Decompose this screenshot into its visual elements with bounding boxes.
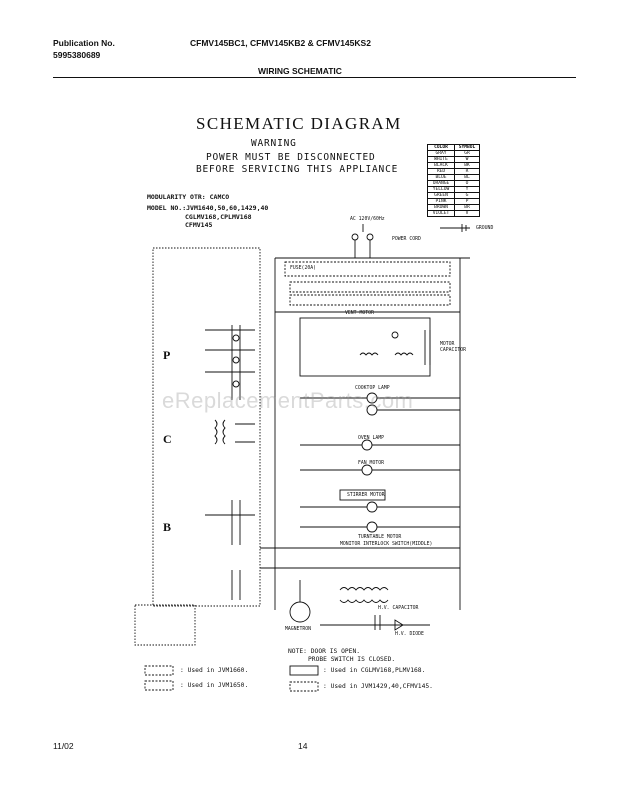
section-label-b: B [163, 520, 172, 534]
legend-box-4 [289, 681, 319, 692]
model-list: CFMV145BC1, CFMV145KB2 & CFMV145KS2 [190, 38, 371, 48]
hv-diode-label: H.V. DIODE [395, 632, 424, 637]
hv-capacitor-label: H.V. CAPACITOR [378, 606, 419, 611]
warning-line-1: POWER MUST BE DISCONNECTED [206, 152, 376, 163]
diagram-title: SCHEMATIC DIAGRAM [196, 114, 402, 133]
note-line-2: PROBE SWITCH IS CLOSED. [308, 656, 396, 663]
low-voltage-transformer [214, 419, 255, 445]
section-heading: WIRING SCHEMATIC [258, 66, 342, 76]
fan-motor-label: FAN MOTOR [358, 461, 384, 466]
magnetron-symbol [289, 580, 311, 623]
legend-box-3 [289, 665, 319, 676]
modularity-label: MODULARITY OTR: CAMCO [147, 193, 230, 201]
cooktop-lamp-label: COOKTOP LAMP [355, 386, 390, 391]
fuse [284, 261, 451, 277]
vent-motor-label: VENT MOTOR [345, 311, 374, 316]
section-label-p: P [163, 348, 171, 362]
stirrer-motor-label: STIRRER MOTOR [347, 493, 385, 498]
legend-text-1: : Used in JVM1660. [180, 667, 249, 674]
model-number-line-3: CFMV145 [185, 221, 213, 229]
section-label-c: C [163, 432, 172, 446]
fuse-label: FUSE(20A) [290, 266, 316, 271]
high-voltage-transformer [339, 587, 389, 603]
legend-text-3: : Used in CGLMV168,PLMV168. [323, 667, 426, 674]
power-cord-plug [351, 224, 374, 258]
publication-label: Publication No. [53, 38, 115, 48]
header-rule [53, 77, 576, 78]
magnetron-label: MAGNETRON [285, 627, 311, 632]
vent-motor [299, 317, 431, 377]
warning-title: WARNING [251, 138, 297, 149]
watermark: eReplacementParts.com [162, 388, 414, 413]
note-line-1: NOTE: DOOR IS OPEN. [288, 648, 361, 655]
cooktop-lamp [300, 392, 460, 416]
legend-text-4: : Used in JVM1429,40,CFMV145. [323, 683, 433, 690]
relay-group-p [205, 325, 255, 400]
legend-text-2: : Used in JVM1650. [180, 682, 249, 689]
model-number-line-1: MODEL NO.:JVM1640,50,60,1429,40 [147, 204, 269, 212]
relay-group-b [205, 500, 255, 600]
monitor-switch-label: MONITOR INTERLOCK SWITCH(MIDDLE) [340, 542, 433, 547]
model-number-line-2: CGLMV168,CPLMV168 [185, 213, 252, 221]
warning-line-2: BEFORE SERVICING THIS APPLIANCE [196, 164, 399, 175]
oven-lamp [300, 439, 460, 451]
ground-label: GROUND [476, 226, 494, 231]
color-symbol-cell: V [454, 210, 480, 217]
door-switch-block [134, 604, 196, 646]
fan-motor [300, 464, 460, 476]
power-cord-label: POWER CORD [392, 237, 421, 242]
stirrer-motor [300, 489, 460, 513]
motor-capacitor-label: MOTOR CAPACITOR [440, 342, 466, 353]
page-number: 14 [298, 741, 308, 751]
hv-capacitor-diode [320, 615, 430, 631]
publication-number: 5995380689 [53, 50, 101, 60]
footer-date: 11/02 [53, 741, 74, 751]
legend-box-2 [144, 680, 174, 691]
legend-box-1 [144, 665, 174, 676]
oven-lamp-label: OVEN LAMP [358, 436, 384, 441]
control-board-outline [152, 247, 261, 607]
turntable-motor-label: TURNTABLE MOTOR [358, 535, 402, 540]
power-supply-label: AC 120V/60Hz [350, 217, 385, 222]
ground-symbol [440, 224, 470, 232]
turntable-motor [300, 521, 460, 533]
